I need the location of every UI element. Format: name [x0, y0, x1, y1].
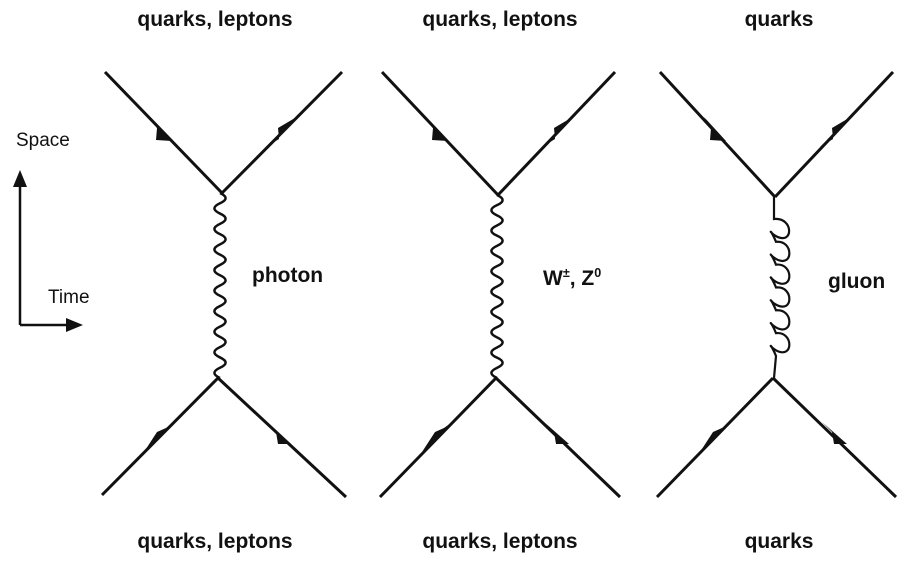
diagram-weak-boson	[378, 70, 622, 499]
gluon-diagram-top-label: quarks	[744, 8, 814, 31]
photon-diagram-bottom-label: quarks, leptons	[137, 530, 293, 553]
arrow-top-left	[426, 117, 448, 141]
fermion-line-bottom-left	[655, 376, 775, 499]
arrow-bottom-right	[266, 422, 291, 444]
photon-label: photon	[252, 264, 324, 287]
arrow-top-right	[542, 115, 576, 147]
w-boson-charge: ±	[562, 266, 570, 280]
arrow-top-left	[704, 117, 726, 141]
fermion-line-top-right	[496, 70, 617, 197]
w-boson-symbol: W	[543, 267, 563, 290]
space-axis-arrowhead	[13, 170, 27, 187]
arrow-top-left	[150, 117, 172, 141]
gluon-diagram-bottom-label: quarks	[744, 530, 814, 553]
spacetime-axes	[13, 170, 83, 332]
weak-diagram-bottom-label: quarks, leptons	[422, 530, 578, 553]
arrow-top-right	[820, 115, 854, 147]
fermion-line-top-right	[773, 70, 895, 199]
z-boson-symbol: Z	[581, 267, 595, 290]
boson-separator: ,	[569, 267, 582, 290]
gluon-propagator	[769, 197, 791, 379]
diagram-photon	[100, 70, 348, 499]
photon-propagator	[213, 191, 227, 380]
arrow-top-right	[266, 115, 300, 147]
weak-diagram-top-label: quarks, leptons	[422, 8, 578, 31]
arrow-bottom-left	[144, 423, 173, 452]
fermion-line-bottom-left	[100, 376, 220, 497]
weak-boson-label: W±, Z0	[543, 266, 601, 291]
arrow-bottom-right	[822, 422, 847, 444]
space-axis-label: Space	[16, 130, 70, 151]
arrow-bottom-left	[422, 423, 451, 452]
arrow-bottom-right	[544, 422, 569, 444]
arrow-bottom-left	[700, 423, 729, 452]
gluon-label: gluon	[828, 270, 886, 293]
fermion-line-bottom-left	[378, 376, 498, 499]
photon-diagram-top-label: quarks, leptons	[137, 8, 293, 31]
fermion-line-top-right	[220, 70, 344, 195]
time-axis-label: Time	[48, 287, 90, 308]
diagram-gluon	[655, 70, 898, 499]
z-boson-charge: 0	[594, 266, 602, 280]
weak-boson-propagator	[490, 193, 504, 380]
time-axis-arrowhead	[66, 318, 83, 332]
